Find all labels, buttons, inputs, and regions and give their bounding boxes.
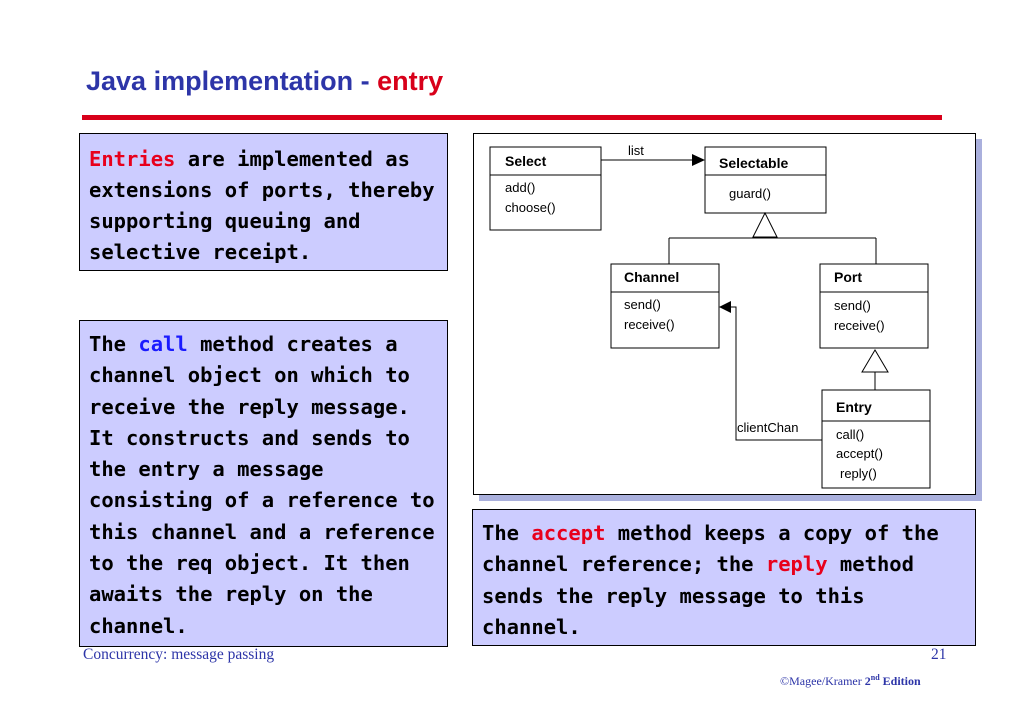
title-highlight: entry <box>377 66 444 96</box>
entry-method-reply: reply() <box>840 466 877 481</box>
entries-note: Entries are implemented as extensions of… <box>79 133 448 271</box>
accept-text-3: method sends the reply message to this c… <box>482 552 914 639</box>
class-diagram: Select add() choose() Selectable guard()… <box>473 133 976 495</box>
channel-name: Channel <box>624 269 679 285</box>
class-select: Select add() choose() <box>489 146 602 231</box>
edition-number: 2 <box>864 674 871 688</box>
entries-text: are implemented as extensions of ports, … <box>89 147 435 264</box>
class-port: Port send() receive() <box>819 263 929 349</box>
port-method-send: send() <box>834 298 871 313</box>
accept-note: The accept method keeps a copy of the ch… <box>472 509 976 646</box>
call-text-2: method creates a channel object on which… <box>89 332 435 638</box>
accept-text-2: method keeps a copy of the channel refer… <box>482 521 939 577</box>
select-method-add: add() <box>505 180 535 195</box>
footer-course: Concurrency: message passing <box>83 646 275 663</box>
port-method-receive: receive() <box>834 318 885 333</box>
call-text-1: The <box>89 332 139 356</box>
selectable-name: Selectable <box>719 155 788 171</box>
assoc-list-label: list <box>628 143 644 158</box>
channel-method-receive: receive() <box>624 317 675 332</box>
accept-keyword: accept <box>531 521 606 545</box>
edition-word: Edition <box>879 674 921 688</box>
page-title: Java implementation - entry <box>86 66 443 97</box>
select-method-choose: choose() <box>505 200 556 215</box>
footer-copyright: ©Magee/Kramer 2nd Edition <box>780 673 921 689</box>
copyright-text: ©Magee/Kramer <box>780 674 865 688</box>
edition-suffix: nd <box>870 673 880 682</box>
assoc-clientchan: clientChan <box>719 301 822 441</box>
selectable-method-guard: guard() <box>729 186 771 201</box>
class-channel: Channel send() receive() <box>610 263 720 349</box>
accept-text-1: The <box>482 521 532 545</box>
entry-name: Entry <box>836 399 872 415</box>
generalization-selectable <box>668 211 877 264</box>
call-keyword: call <box>138 332 188 356</box>
class-entry: Entry call() accept() reply() <box>821 389 931 489</box>
assoc-clientchan-label: clientChan <box>737 420 798 435</box>
title-rule <box>82 115 942 120</box>
title-main: Java implementation - <box>86 66 378 96</box>
port-name: Port <box>834 269 862 285</box>
reply-keyword: reply <box>765 552 828 577</box>
assoc-list: list <box>601 143 705 166</box>
generalization-port <box>861 349 889 390</box>
entry-method-accept: accept() <box>836 446 883 461</box>
entries-keyword: Entries <box>89 147 176 171</box>
page-number: 21 <box>931 646 947 663</box>
entry-method-call: call() <box>836 427 864 442</box>
select-name: Select <box>505 153 547 169</box>
class-selectable: Selectable guard() <box>704 146 827 214</box>
call-note: The call method creates a channel object… <box>79 320 448 647</box>
channel-method-send: send() <box>624 297 661 312</box>
